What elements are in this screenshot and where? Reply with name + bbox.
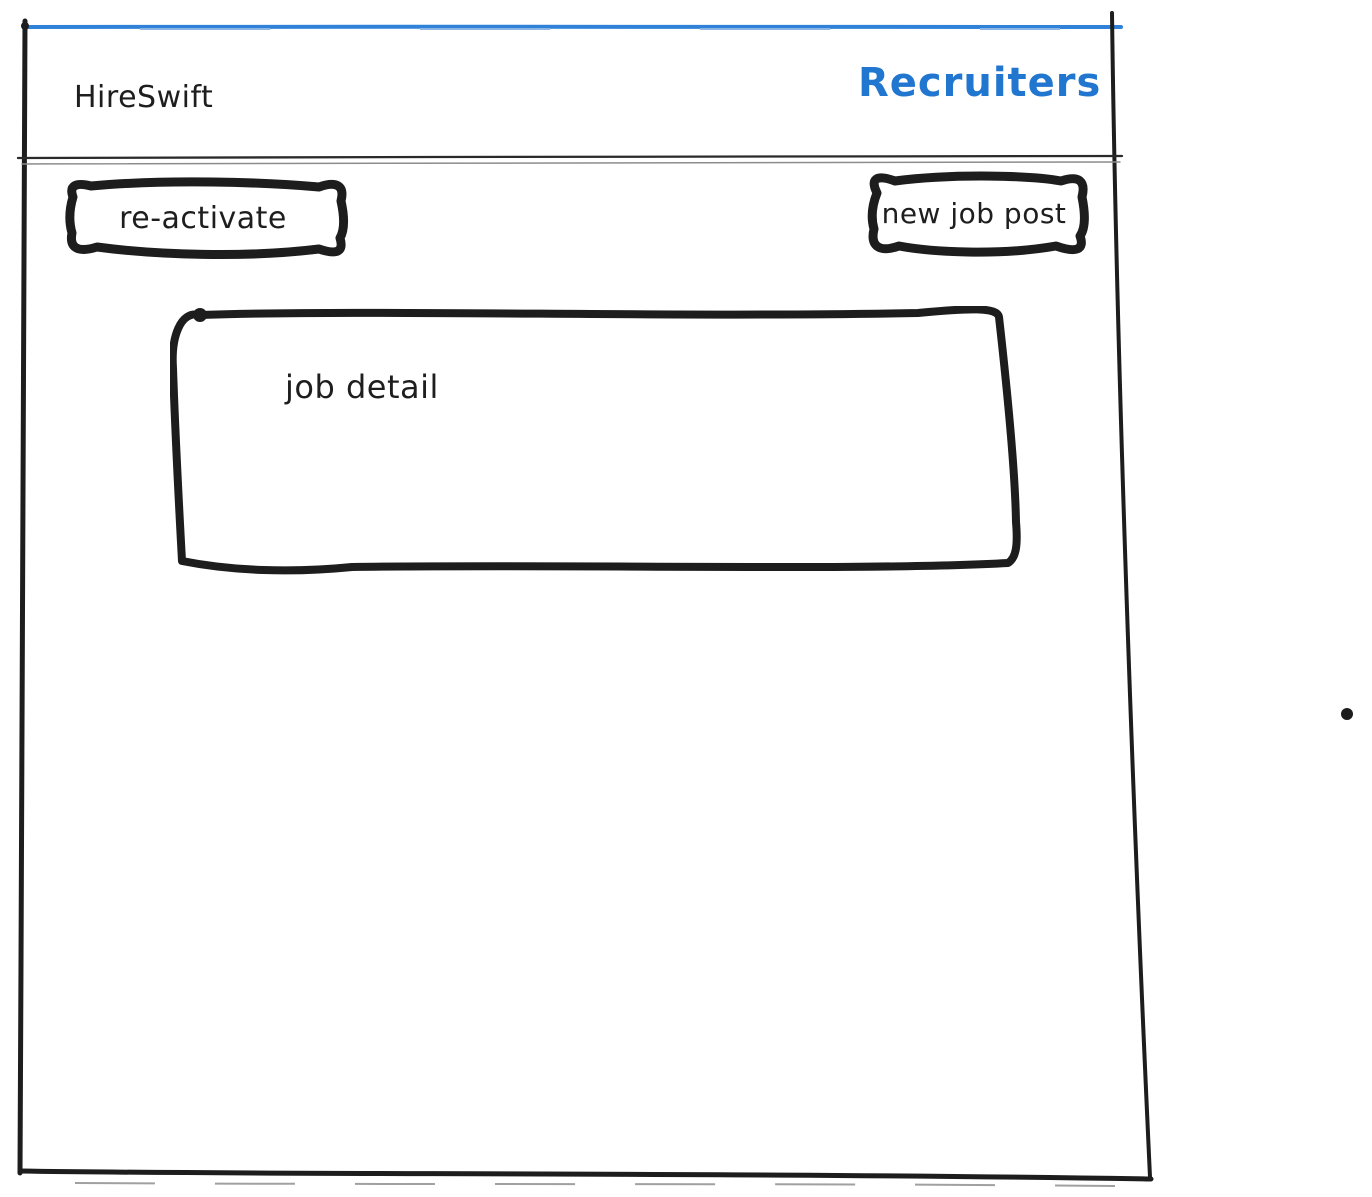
- reactivate-button[interactable]: re-activate: [57, 175, 349, 261]
- frame-corner-dot: [21, 22, 29, 30]
- frame-left-edge: [17, 18, 28, 1176]
- header-divider-echo: [21, 161, 1121, 165]
- new-job-post-button[interactable]: new job post: [859, 167, 1089, 259]
- job-detail-panel: job detail: [170, 306, 1022, 576]
- new-job-post-button-label: new job post: [881, 196, 1067, 230]
- frame-bottom-edge: [17, 1168, 1154, 1182]
- brand-logo: HireSwift: [74, 80, 214, 115]
- job-detail-panel-label: job detail: [285, 368, 439, 406]
- frame-right-edge: [1110, 11, 1152, 1179]
- frame-bottom-shadow: [74, 1182, 1116, 1187]
- header-divider: [16, 154, 1124, 160]
- job-detail-panel-border: [170, 306, 1021, 575]
- top-accent-line: [22, 24, 1123, 30]
- panel-corner-dot: [193, 308, 207, 322]
- nav-recruiters-link[interactable]: Recruiters: [858, 60, 1102, 106]
- stray-dot: [1341, 708, 1353, 720]
- reactivate-button-label: re-activate: [119, 200, 287, 236]
